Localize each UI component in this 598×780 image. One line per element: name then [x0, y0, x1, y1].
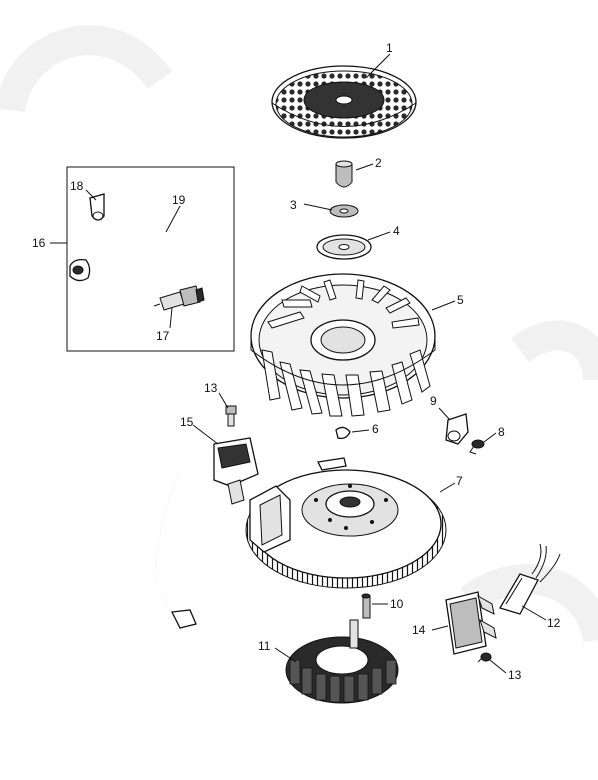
wire-connector — [499, 543, 561, 615]
ignition-module — [155, 437, 259, 629]
washer — [329, 204, 359, 218]
ground-screw — [469, 439, 485, 455]
callout-11: 11 — [258, 639, 271, 653]
callout-17: 17 — [156, 329, 170, 343]
spark-plug-kit-box — [50, 166, 235, 352]
fan-plate — [316, 234, 372, 260]
callout-labels: 1 2 3 4 5 6 7 8 9 10 11 12 13 13 14 15 1… — [32, 41, 561, 682]
watermark — [0, 25, 598, 643]
flywheel-fan — [250, 273, 436, 417]
fan-stud — [335, 160, 353, 188]
callout-1: 1 — [386, 41, 393, 55]
spark-plug — [153, 285, 205, 311]
callout-4: 4 — [393, 224, 400, 238]
callout-16: 16 — [32, 236, 46, 250]
spark-plug-lead — [69, 228, 217, 282]
flywheel — [245, 457, 447, 589]
rectifier-regulator — [445, 591, 497, 655]
callout-3: 3 — [290, 198, 297, 212]
stator-pin — [361, 593, 371, 619]
callout-15: 15 — [180, 415, 194, 429]
callout-10: 10 — [390, 597, 404, 611]
fan-screen — [271, 65, 417, 139]
callout-9: 9 — [430, 394, 437, 408]
callout-6: 6 — [372, 422, 379, 436]
callout-13-bottom: 13 — [508, 668, 522, 682]
wire-clip-left — [89, 193, 105, 221]
regulator-screw — [477, 652, 492, 663]
wire-clip-right — [445, 413, 469, 445]
callout-8: 8 — [498, 425, 505, 439]
flywheel-key — [335, 426, 351, 440]
callout-19: 19 — [172, 193, 186, 207]
callout-14: 14 — [412, 623, 426, 637]
callout-5: 5 — [457, 293, 464, 307]
leader-lines — [85, 53, 547, 674]
callout-12: 12 — [547, 616, 561, 630]
callout-18: 18 — [70, 179, 84, 193]
callout-2: 2 — [375, 156, 382, 170]
callout-13-top: 13 — [204, 381, 218, 395]
stator — [285, 619, 399, 704]
ignition-module-screw — [225, 405, 237, 427]
callout-7: 7 — [456, 474, 463, 488]
